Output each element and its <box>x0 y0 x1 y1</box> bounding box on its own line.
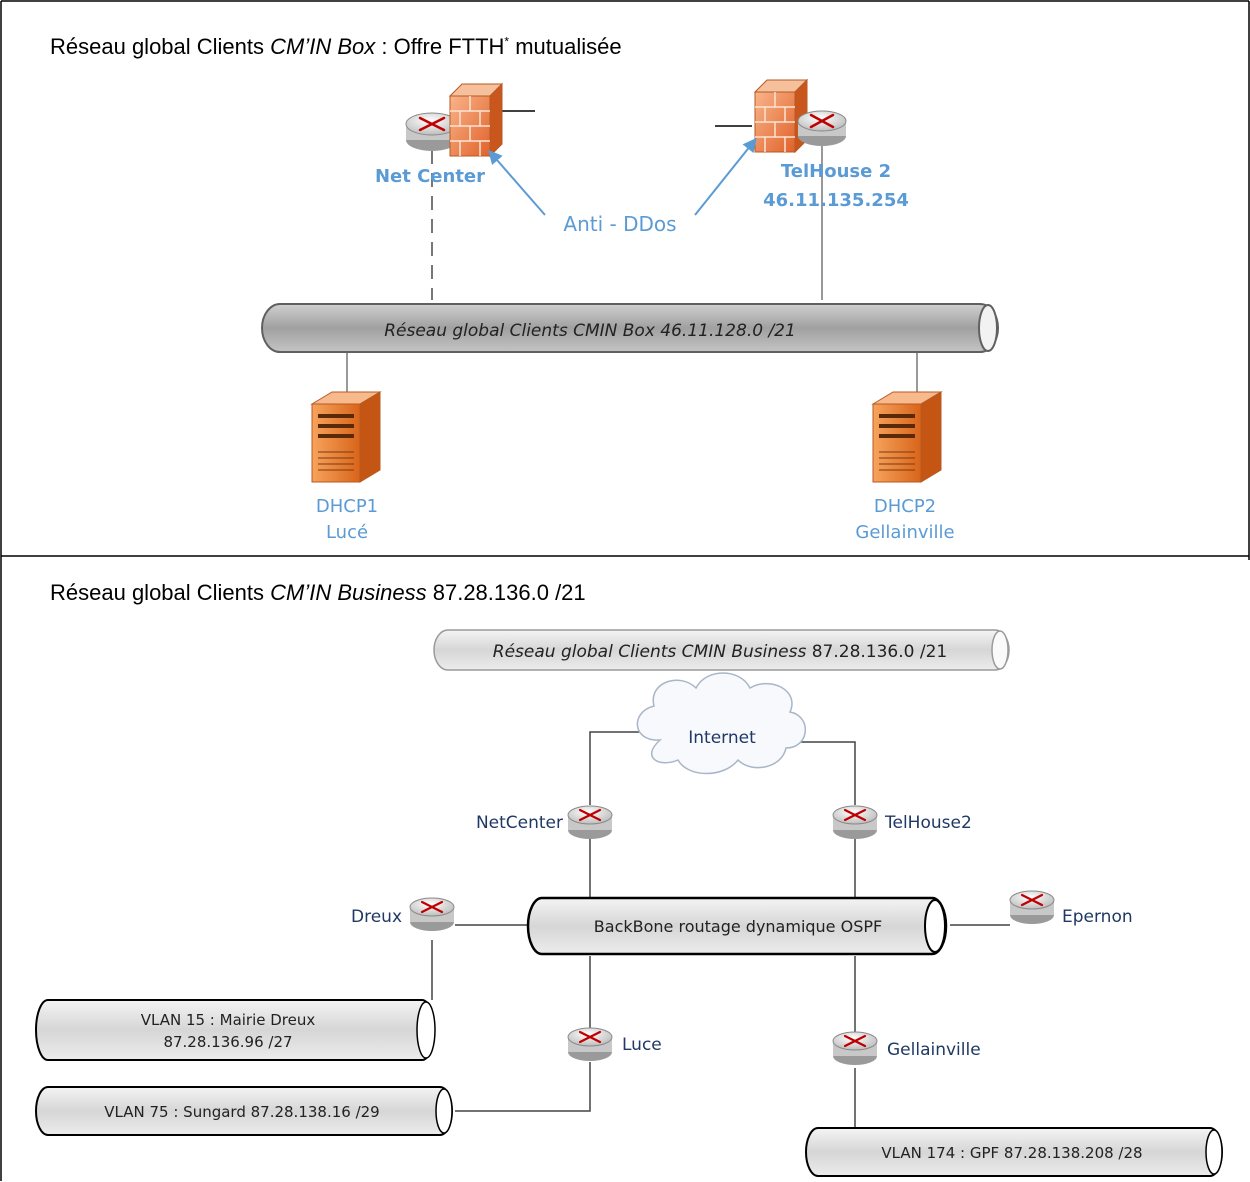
gellainville-router-label: Gellainville <box>887 1040 981 1060</box>
vlan75-label: VLAN 75 : Sungard 87.28.138.16 /29 <box>104 1103 379 1121</box>
gellainville-router-icon <box>832 1031 878 1065</box>
netcenter-router-icon <box>405 112 459 151</box>
epernon-router-icon <box>1009 890 1055 924</box>
telhouse-firewall-icon <box>753 78 809 154</box>
dhcp1-name: DHCP1 <box>316 496 378 517</box>
dhcp1-server-icon <box>310 391 382 483</box>
link-luce-vlan75 <box>455 1062 591 1112</box>
epernon-router-label: Epernon <box>1062 907 1133 927</box>
luce-router-icon <box>567 1027 613 1061</box>
telhouse-label: TelHouse 2 <box>781 161 891 182</box>
anti-ddos-arrow-left <box>488 149 546 216</box>
ospf-backbone-label: BackBone routage dynamique OSPF <box>594 917 882 936</box>
internet-cloud-icon: Internet <box>636 672 807 775</box>
business-network-label: Réseau global Clients CMIN Business 87.2… <box>493 642 947 662</box>
netcenter-router-icon-2 <box>567 805 613 839</box>
link-netcenter-internet <box>589 731 645 805</box>
internet-label: Internet <box>688 728 756 748</box>
vlan174-label: VLAN 174 : GPF 87.28.138.208 /28 <box>881 1144 1142 1162</box>
anti-ddos-arrow-right <box>694 137 757 216</box>
netcenter-firewall-icon <box>448 82 504 158</box>
panel-cmin-business: Réseau global Clients CMIN Business 87.2… <box>35 629 1223 1177</box>
panel-cmin-box: Réseau global Clients CMIN Box 46.11.128… <box>261 78 999 543</box>
telhouse-router-icon-2 <box>832 805 878 839</box>
dhcp2-server-icon <box>871 391 943 483</box>
vlan15-label-line1: VLAN 15 : Mairie Dreux <box>141 1011 316 1029</box>
panel-title-cmin-business: Réseau global Clients CM’IN Business 87.… <box>50 580 586 605</box>
business-network-pipe: Réseau global Clients CMIN Business 87.2… <box>433 629 1010 671</box>
netcenter-label: Net Center <box>375 166 485 187</box>
dreux-router-icon <box>409 897 455 931</box>
telhouse-ip-label: 46.11.135.254 <box>763 190 909 211</box>
business-links <box>431 731 1010 1128</box>
vlan174-pipe: VLAN 174 : GPF 87.28.138.208 /28 <box>805 1127 1223 1177</box>
dhcp1-location: Lucé <box>326 522 368 543</box>
dreux-router-label: Dreux <box>351 907 402 927</box>
telhouse-router-icon <box>797 110 847 146</box>
vlan15-pipe: VLAN 15 : Mairie Dreux 87.28.136.96 /27 <box>35 999 436 1061</box>
ospf-backbone-pipe: BackBone routage dynamique OSPF <box>526 896 948 956</box>
cmin-box-backbone-pipe: Réseau global Clients CMIN Box 46.11.128… <box>261 303 999 353</box>
vlan15-label-line2: 87.28.136.96 /27 <box>163 1033 292 1051</box>
netcenter-router-label: NetCenter <box>476 813 563 833</box>
anti-ddos-label: Anti - DDos <box>563 212 676 236</box>
telhouse-router-label: TelHouse2 <box>884 813 972 833</box>
vlan75-pipe: VLAN 75 : Sungard 87.28.138.16 /29 <box>35 1086 453 1136</box>
cmin-box-backbone-label: Réseau global Clients CMIN Box 46.11.128… <box>384 321 796 341</box>
dhcp2-location: Gellainville <box>855 522 954 543</box>
panel-title-cmin-box: Réseau global Clients CM’IN Box : Offre … <box>50 34 622 59</box>
link-telhouse-internet <box>797 741 856 805</box>
dhcp2-name: DHCP2 <box>874 496 936 517</box>
luce-router-label: Luce <box>622 1035 662 1055</box>
